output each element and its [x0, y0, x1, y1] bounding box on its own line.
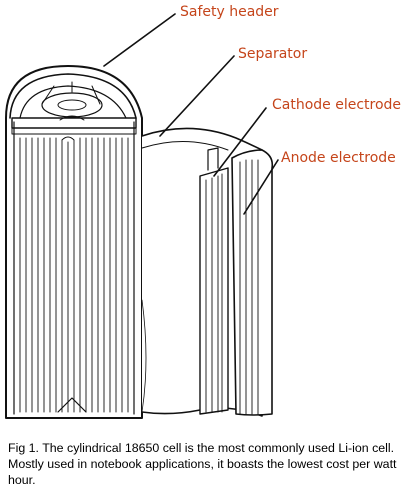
leader-anode [243, 159, 279, 215]
leader-lines [103, 13, 279, 215]
leader-cathode [213, 107, 267, 177]
jelly-roll-layers [19, 136, 129, 413]
label-anode-electrode: Anode electrode [281, 150, 396, 166]
leader-separator [159, 55, 235, 137]
leader-safety-header [103, 13, 176, 67]
figure-caption: Fig 1. The cylindrical 18650 cell is the… [8, 441, 397, 487]
label-separator: Separator [238, 46, 308, 62]
safety-header-cap [9, 73, 137, 135]
label-safety-header: Safety header [180, 4, 279, 20]
anode-strip [231, 149, 274, 416]
label-cathode-electrode: Cathode electrode [272, 97, 402, 113]
cathode-strip [199, 147, 229, 415]
cell-cutaway-diagram [5, 13, 279, 419]
